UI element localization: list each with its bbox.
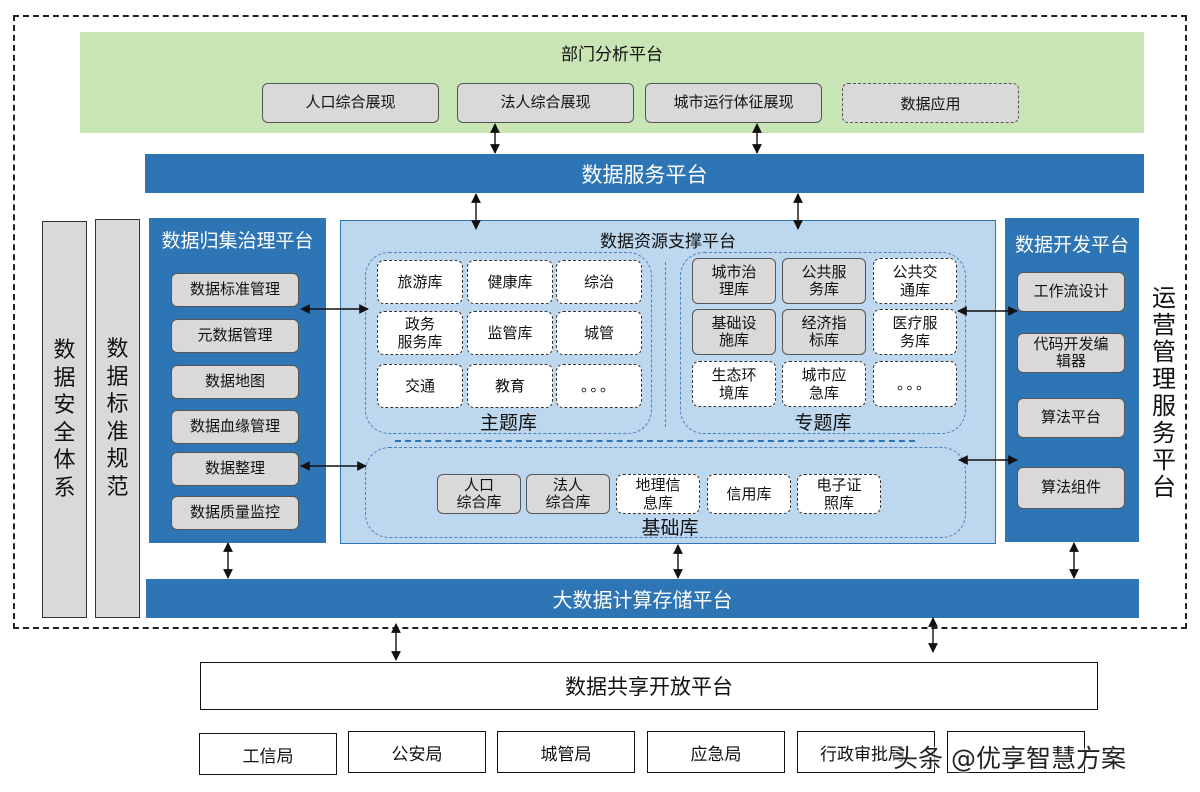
operations-management-label: 运 营 管 理 服 务 平 台 xyxy=(1143,258,1185,528)
theme-item-more: 。。。 xyxy=(556,364,642,408)
data-application-box: 数据应用 xyxy=(842,83,1019,123)
data-sharing-platform: 数据共享开放平台 xyxy=(200,662,1098,710)
theme-item-transport: 交通 xyxy=(377,364,463,408)
basic-item-e-license: 电子证 照库 xyxy=(797,474,881,514)
governance-item-quality-monitor: 数据质量监控 xyxy=(171,496,299,530)
theme-item-urban-management: 城管 xyxy=(556,311,642,355)
governance-item-standard-mgmt: 数据标准管理 xyxy=(171,273,299,307)
theme-item-government-service: 政务 服务库 xyxy=(377,311,463,355)
governance-item-metadata-mgmt: 元数据管理 xyxy=(171,319,299,353)
theme-item-tourism: 旅游库 xyxy=(377,260,463,304)
special-item-ecological-environment: 生态环 境库 xyxy=(692,361,776,407)
governance-item-data-map: 数据地图 xyxy=(171,365,299,399)
resource-support-title: 数据资源支撑平台 xyxy=(600,231,736,252)
governance-item-data-cleanup: 数据整理 xyxy=(171,452,299,486)
theme-item-supervision: 监管库 xyxy=(467,311,553,355)
data-security-system-column: 数 据 安 全 体 系 xyxy=(42,221,87,618)
bureau-industry-it: 工信局 xyxy=(199,733,337,775)
data-service-bar: 数据服务平台 xyxy=(145,154,1144,193)
special-item-public-service: 公共服 务库 xyxy=(782,258,866,304)
governance-title: 数据归集治理平台 xyxy=(161,229,314,252)
operations-management-text: 运 营 管 理 服 务 平 台 xyxy=(1152,283,1176,502)
theme-special-divider xyxy=(665,262,666,427)
special-item-public-transport: 公共交 通库 xyxy=(873,258,957,304)
basic-item-credit: 信用库 xyxy=(707,474,791,514)
governance-item-lineage-mgmt: 数据血缘管理 xyxy=(171,410,299,444)
dev-item-code-editor: 代码开发编 辑器 xyxy=(1017,333,1125,373)
theme-item-health: 健康库 xyxy=(467,260,553,304)
basic-item-population: 人口 综合库 xyxy=(437,474,521,514)
bureau-administrative-approval: 行政审批局 xyxy=(797,731,935,773)
data-security-system-label: 数 据 安 全 体 系 xyxy=(53,338,76,501)
bureau-public-security: 公安局 xyxy=(348,731,486,773)
theme-item-comprehensive-governance: 综治 xyxy=(556,260,642,304)
theme-item-education: 教育 xyxy=(467,364,553,408)
special-library-group xyxy=(680,252,966,434)
legal-entity-view-box: 法人综合展现 xyxy=(457,83,634,123)
compute-storage-bar: 大数据计算存储平台 xyxy=(146,579,1139,618)
dev-item-workflow-design: 工作流设计 xyxy=(1017,272,1125,312)
department-analysis-title: 部门分析平台 xyxy=(561,44,663,65)
special-library-label: 专题库 xyxy=(794,411,852,434)
special-item-city-governance: 城市治 理库 xyxy=(692,258,776,304)
basic-item-geographic-info: 地理信 息库 xyxy=(616,474,700,514)
basic-library-group xyxy=(365,447,966,538)
dev-item-algorithm-platform: 算法平台 xyxy=(1017,398,1125,438)
basic-item-legal-entity: 法人 综合库 xyxy=(526,474,610,514)
population-view-box: 人口综合展现 xyxy=(262,83,439,123)
data-standard-label: 数 据 标 准 规 范 xyxy=(106,337,129,500)
dev-item-algorithm-components: 算法组件 xyxy=(1017,467,1125,509)
theme-library-label: 主题库 xyxy=(479,411,537,434)
bureau-emergency: 应急局 xyxy=(647,731,785,773)
basic-library-divider xyxy=(395,440,915,442)
development-title: 数据开发平台 xyxy=(1014,233,1129,256)
bureau-urban-management: 城管局 xyxy=(497,731,635,773)
special-item-more: 。。。 xyxy=(873,361,957,407)
bureau-blank xyxy=(947,731,1085,773)
core-platform-frame xyxy=(13,15,1187,629)
special-item-economic-indicators: 经济指 标库 xyxy=(782,309,866,355)
basic-library-label: 基础库 xyxy=(641,516,699,539)
city-operation-view-box: 城市运行体征展现 xyxy=(645,83,822,123)
watermark-text: 头条 @优享智慧方案 xyxy=(893,744,1126,773)
data-standard-column: 数 据 标 准 规 范 xyxy=(95,219,140,618)
special-item-medical-service: 医疗服 务库 xyxy=(873,309,957,355)
theme-library-group xyxy=(365,252,652,434)
special-item-city-emergency: 城市应 急库 xyxy=(782,361,866,407)
special-item-infrastructure: 基础设 施库 xyxy=(692,309,776,355)
